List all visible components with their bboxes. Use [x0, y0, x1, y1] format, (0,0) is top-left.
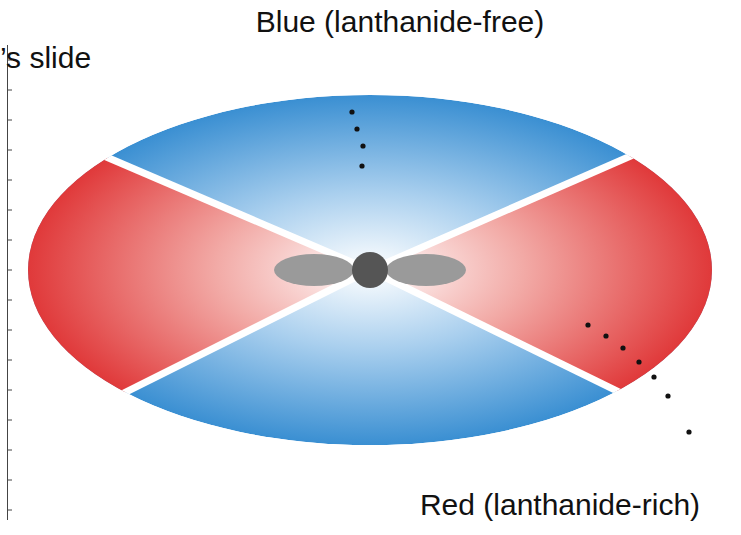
- accretion-lobe: [274, 254, 354, 286]
- wedge-divider: [0, 60, 741, 510]
- slide-fragment-text: ’s slide: [0, 41, 91, 75]
- red-equatorial-ejecta: [370, 60, 741, 510]
- chart-axis-fragment: [8, 45, 13, 520]
- central-remnant: [352, 252, 388, 288]
- red-equatorial-ejecta: [0, 60, 370, 510]
- leader-dots: [585, 322, 691, 434]
- blue-label: Blue (lanthanide-free): [256, 5, 545, 39]
- red-label: Red (lanthanide-rich): [420, 488, 700, 522]
- leader-dots: [349, 109, 365, 168]
- accretion-lobe: [386, 254, 466, 286]
